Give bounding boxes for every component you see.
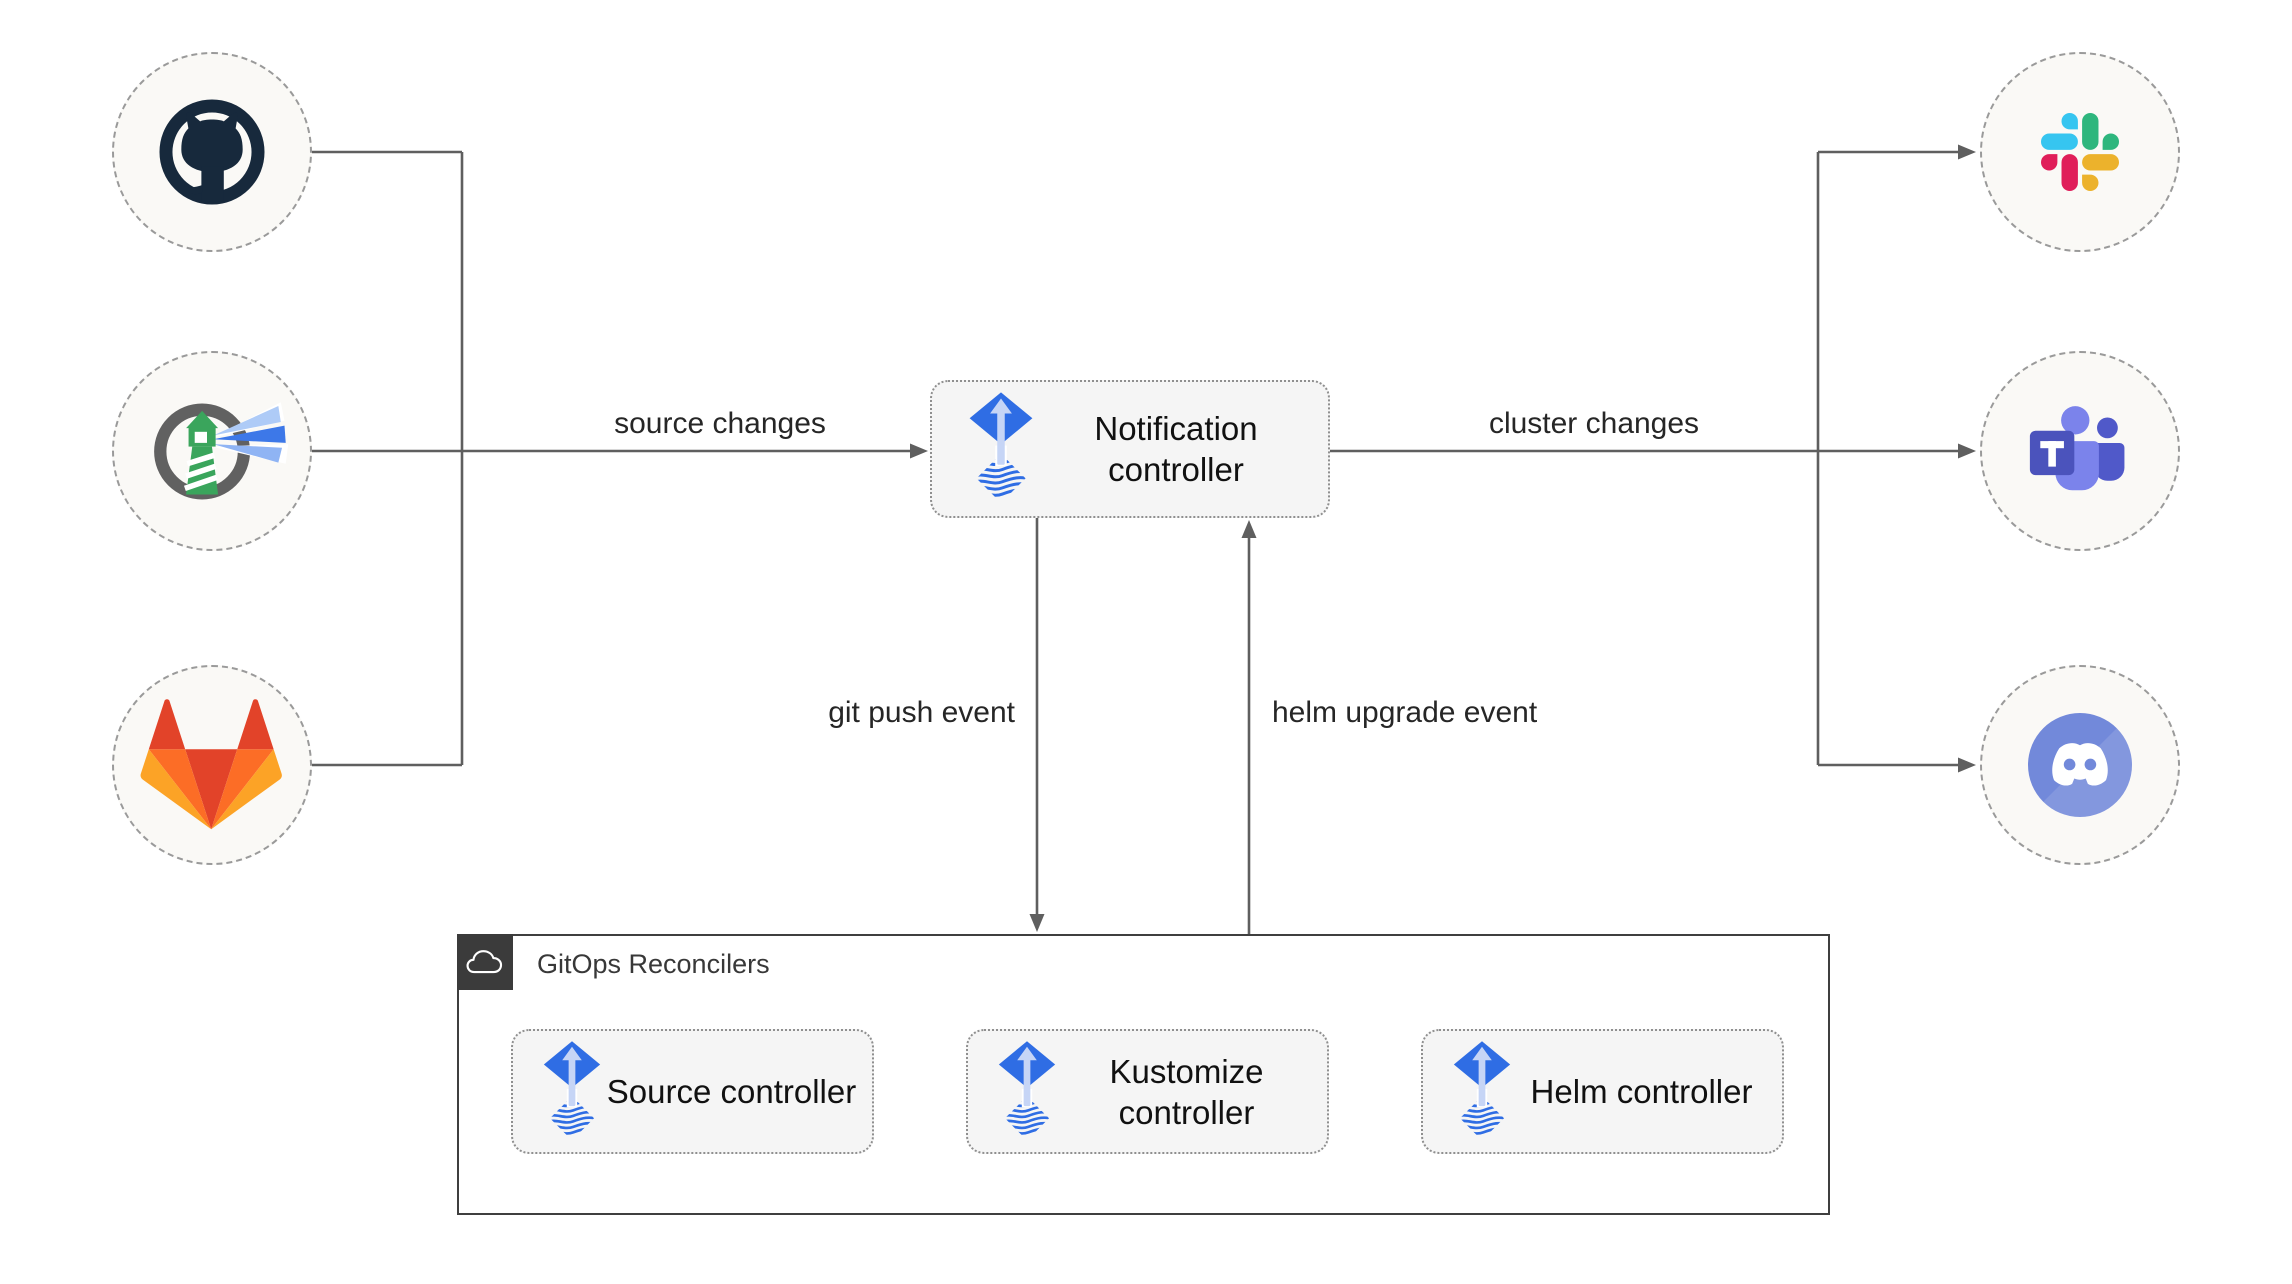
arrowhead-into-gitops — [1029, 914, 1045, 932]
helm-controller-label: Helm controller — [1530, 1073, 1753, 1110]
kustomize-controller-node: Kustomize controller — [966, 1029, 1329, 1154]
arrowhead-into-notification — [910, 443, 928, 459]
edge-label-helm-upgrade-event: helm upgrade event — [1272, 696, 1538, 729]
gitlab-icon — [139, 698, 285, 832]
arrowhead-into-discord — [1958, 757, 1976, 773]
notification-controller-node: Notification controller — [930, 380, 1330, 518]
source-node-github — [112, 52, 312, 252]
dest-node-teams — [1980, 351, 2180, 551]
discord-icon — [2028, 713, 2132, 817]
flux-icon — [994, 1040, 1060, 1144]
edge-label-source-changes: source changes — [614, 407, 826, 440]
dest-node-discord — [1980, 665, 2180, 865]
edge-label-cluster-changes: cluster changes — [1488, 407, 1700, 440]
microsoft-teams-icon — [2028, 404, 2132, 499]
edge-label-git-push-event: git push event — [828, 696, 1015, 729]
kustomize-controller-label: Kustomize controller — [1109, 1052, 1264, 1131]
gitops-reconcilers-group: GitOps Reconcilers Source controller Kus… — [456, 933, 1830, 1215]
source-controller-node: Source controller — [511, 1029, 874, 1154]
notification-controller-label: Notification controller — [1094, 410, 1258, 488]
source-controller-label: Source controller — [606, 1073, 857, 1110]
gitops-reconcilers-title: GitOps Reconcilers — [537, 949, 770, 979]
harbor-icon — [143, 390, 303, 513]
arrowhead-into-notification-bottom — [1241, 520, 1257, 538]
arrowhead-into-slack — [1958, 144, 1976, 160]
arrowhead-into-teams — [1958, 443, 1976, 459]
source-node-harbor — [112, 351, 312, 551]
slack-icon — [2041, 113, 2119, 191]
github-icon — [153, 93, 271, 211]
cloud-icon — [456, 933, 513, 990]
flux-icon — [539, 1040, 605, 1144]
source-node-gitlab — [112, 665, 312, 865]
helm-controller-node: Helm controller — [1421, 1029, 1784, 1154]
flux-icon — [1449, 1040, 1515, 1144]
flux-icon — [964, 391, 1038, 507]
dest-node-slack — [1980, 52, 2180, 252]
